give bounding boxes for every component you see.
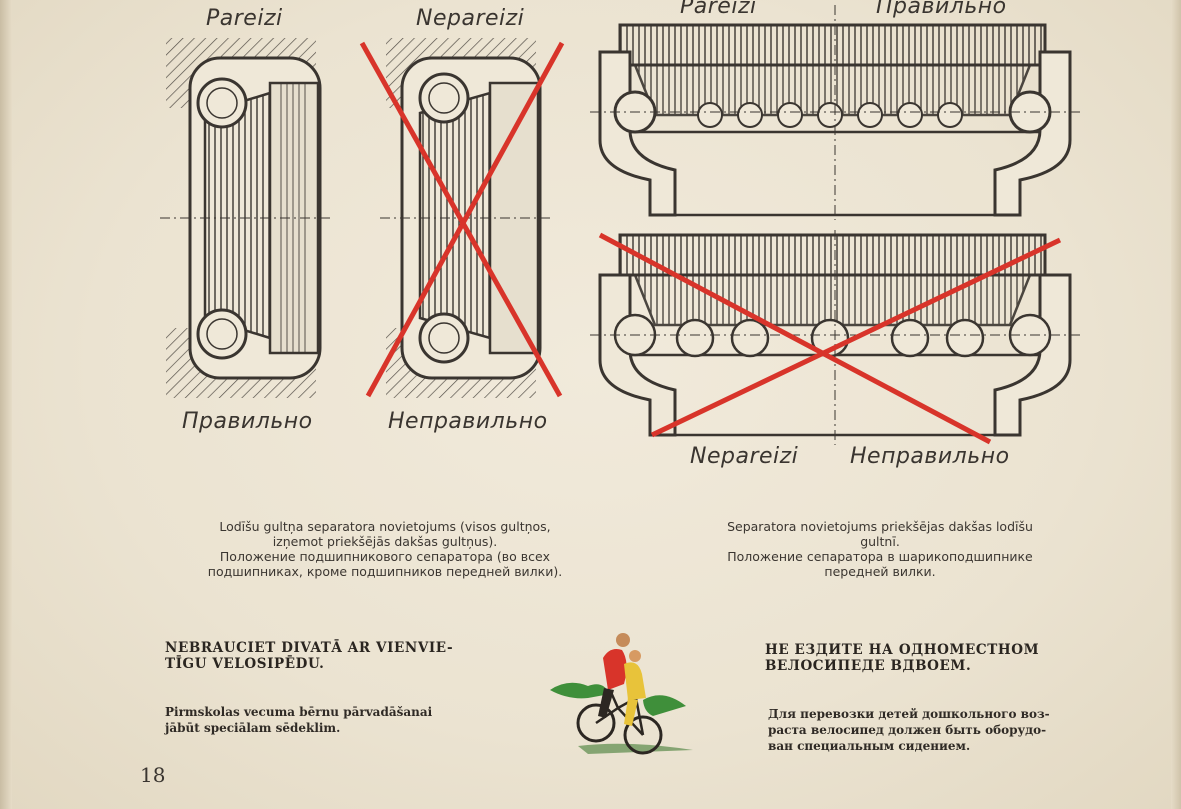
label-incorrect-ru-1: Неправильно (388, 409, 548, 434)
warning-body-ru-2: раста велосипед должен быть оборудо- (768, 723, 1047, 737)
caption-right-ru-1: Положение сепаратора в шарикоподшипнике (727, 549, 1033, 564)
caption-right-ru-2: передней вилки. (824, 564, 936, 579)
warning-heading-lv-1: NEBRAUCIET DIVATĀ AR VIENVIE- (165, 640, 454, 656)
front-fork-bearing-correct (590, 5, 1080, 220)
warning-heading-ru-1: НЕ ЕЗДИТЕ НА ОДНОМЕСТНОМ (765, 642, 1040, 658)
page-binding (0, 0, 12, 809)
warning-heading-lv-2: TĪGU VELOSIPĒDU. (165, 656, 325, 672)
warning-heading-lv: NEBRAUCIET DIVATĀ AR VIENVIE- TĪGU VELOS… (165, 640, 525, 672)
warning-body-lv: Pirmskolas vecuma bērnu pārvadāšanai jāb… (165, 704, 525, 736)
page-number: 18 (140, 763, 166, 787)
caption-left: Lodīšu gultņa separatora novietojums (vi… (150, 519, 620, 579)
caption-right-lv-1: Separatora novietojums priekšējas dakšas… (727, 519, 1033, 534)
warning-body-ru-3: ван специальным сидением. (768, 739, 971, 753)
label-correct-lv-2: Pareizi (680, 0, 757, 19)
label-correct-lv-1: Pareizi (206, 6, 283, 31)
label-correct-ru-2: Правильно (876, 0, 1007, 19)
tandem-riding-illustration (550, 633, 693, 755)
warning-body-lv-2: jābūt speciālam sēdeklim. (165, 721, 341, 735)
warning-heading-ru-2: ВЕЛОСИПЕДЕ ВДВОЕМ. (765, 658, 972, 674)
warning-heading-ru: НЕ ЕЗДИТЕ НА ОДНОМЕСТНОМ ВЕЛОСИПЕДЕ ВДВО… (765, 642, 1125, 674)
caption-left-ru-1: Положение подшипникового сепаратора (во … (219, 549, 551, 564)
label-incorrect-ru-2: Неправильно (850, 444, 1010, 469)
warning-body-ru-1: Для перевозки детей дошкольного воз- (768, 707, 1050, 721)
warning-body-lv-1: Pirmskolas vecuma bērnu pārvadāšanai (165, 705, 433, 719)
bearing-diagram-incorrect (359, 38, 565, 398)
label-incorrect-lv-2: Nepareizi (690, 444, 799, 469)
caption-right-lv-2: gultnī. (860, 534, 900, 549)
caption-left-lv-1: Lodīšu gultņa separatora novietojums (vi… (219, 519, 551, 534)
caption-right: Separatora novietojums priekšējas dakšas… (655, 519, 1105, 579)
warning-body-ru: Для перевозки детей дошкольного воз- рас… (768, 706, 1113, 754)
page-edge (1171, 0, 1181, 809)
caption-left-lv-2: izņemot priekšējās dakšas gultņus). (272, 534, 498, 549)
bearing-diagram-correct (160, 38, 330, 398)
label-correct-ru-1: Правильно (182, 409, 313, 434)
cross-mark (359, 41, 563, 398)
front-fork-bearing-incorrect (590, 230, 1080, 445)
caption-left-ru-2: подшипниках, кроме подшипников передней … (207, 564, 563, 579)
label-incorrect-lv-1: Nepareizi (416, 6, 525, 31)
